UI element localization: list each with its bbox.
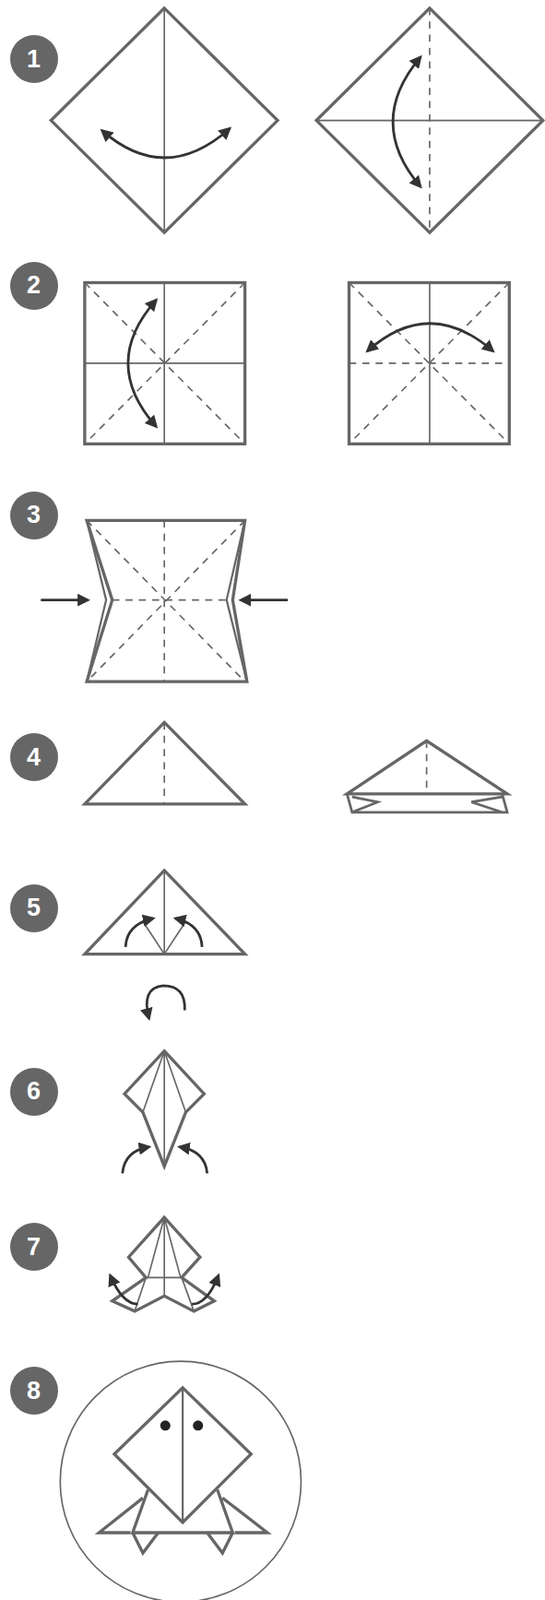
step-number-circle: 6 [10,1067,59,1116]
step-number: 3 [26,502,41,528]
step-number-circle: 3 [10,491,59,540]
step-number: 1 [26,47,41,72]
step-number: 7 [26,1234,41,1260]
step-number: 6 [26,1078,41,1104]
step-number: 5 [26,895,41,921]
step-number: 2 [26,272,41,298]
step-number: 8 [26,1378,41,1404]
step-number-circle: 7 [10,1222,59,1271]
step-number-circle: 1 [10,35,59,83]
step-number-circle: 8 [10,1366,59,1415]
step-number-circle: 4 [10,733,59,782]
step-number: 4 [26,745,41,771]
step-number-circle: 2 [10,261,59,310]
step-number-circle: 5 [10,884,59,933]
